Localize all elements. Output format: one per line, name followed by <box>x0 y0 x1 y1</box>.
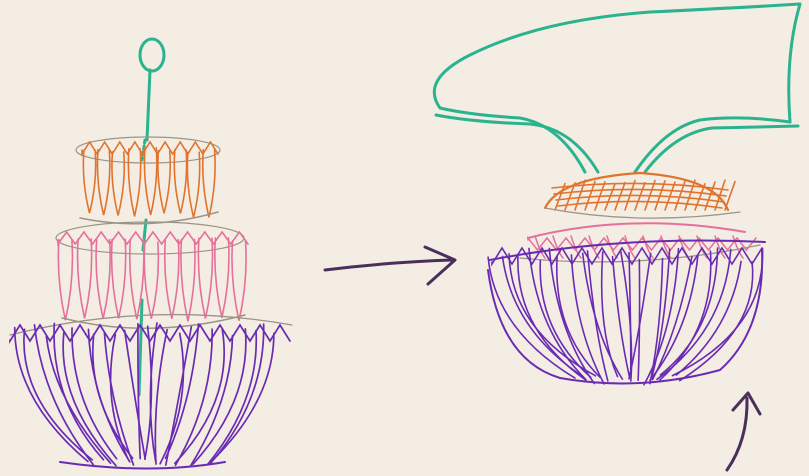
drawing-canvas <box>0 0 809 476</box>
paper-background <box>0 0 809 476</box>
hand-drawn-sketch <box>0 0 809 476</box>
